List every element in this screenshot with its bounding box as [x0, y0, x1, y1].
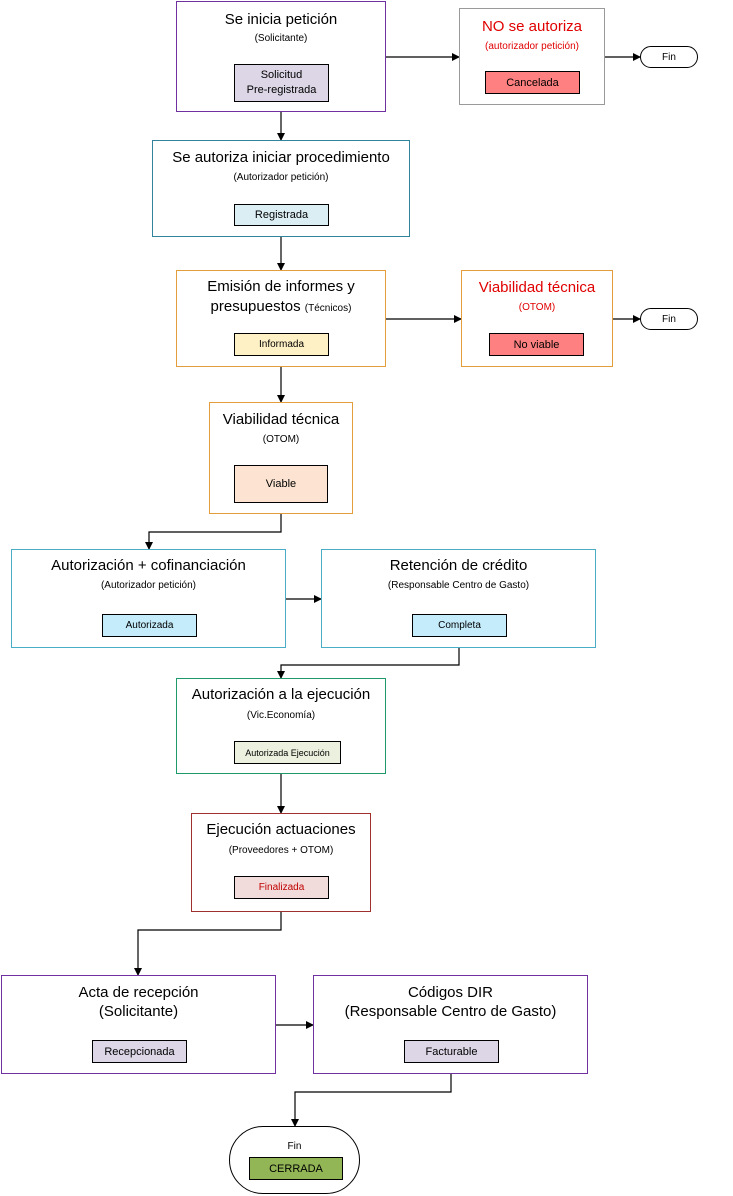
node-role: (autorizador petición)	[485, 41, 579, 52]
status-badge: CERRADA	[249, 1157, 343, 1180]
node-title: Retención de crédito	[389, 557, 528, 574]
node-title: Autorización + cofinanciación	[51, 557, 246, 574]
node-role: (Proveedores + OTOM)	[228, 845, 334, 856]
node-autoriza-inicio: Se autoriza iniciar procedimiento (Autor…	[152, 140, 410, 237]
node-emision-informes: Emisión de informes y presupuestos (Técn…	[176, 270, 386, 367]
status-badge: Finalizada	[234, 876, 329, 899]
arrow-codigos-to-fin	[291, 1074, 452, 1127]
node-acta-recepcion: Acta de recepción (Solicitante) Recepcio…	[1, 975, 276, 1074]
status-badge: Informada	[234, 333, 329, 356]
node-title-line-2: presupuestos	[210, 298, 301, 315]
arrow-viable-to-cofinanciacion	[145, 514, 282, 550]
node-no-viable: Viabilidad técnica (OTOM) No viable	[461, 270, 613, 367]
node-title-line-1: Emisión de informes y	[207, 278, 355, 295]
node-title-line-2: (Solicitante)	[98, 1003, 179, 1020]
status-badge: Solicitud Pre-registrada	[234, 64, 329, 102]
node-title: Se inicia petición	[224, 11, 338, 28]
node-title: Se autoriza iniciar procedimiento	[172, 149, 390, 166]
node-role: (Responsable Centro de Gasto)	[387, 580, 530, 591]
node-title-line-2: (Responsable Centro de Gasto)	[344, 1003, 557, 1020]
status-line-2: Pre-registrada	[246, 84, 317, 96]
status-badge: Facturable	[404, 1040, 499, 1063]
node-role: (OTOM)	[518, 302, 556, 313]
end-node-no-viable: Fin	[640, 308, 698, 330]
status-line-1: Solicitud	[260, 69, 303, 81]
node-inicia-peticion: Se inicia petición (Solicitante) Solicit…	[176, 1, 386, 112]
node-role: (Vic.Economía)	[246, 710, 316, 721]
node-role: (Autorizador petición)	[233, 172, 329, 183]
status-badge: No viable	[489, 333, 584, 356]
node-retencion-credito: Retención de crédito (Responsable Centro…	[321, 549, 596, 648]
node-title: Autorización a la ejecución	[191, 686, 371, 703]
status-badge: Recepcionada	[92, 1040, 187, 1063]
node-title: Viabilidad técnica	[478, 279, 596, 296]
node-title: Viabilidad técnica	[222, 411, 340, 428]
node-codigos-dir: Códigos DIR (Responsable Centro de Gasto…	[313, 975, 588, 1074]
node-title-line-1: Códigos DIR	[407, 984, 494, 1001]
status-badge: Viable	[234, 465, 328, 503]
status-badge: Autorizada Ejecución	[234, 741, 341, 764]
node-title: Ejecución actuaciones	[206, 821, 356, 838]
node-no-autoriza: NO se autoriza (autorizador petición) Ca…	[459, 8, 605, 105]
node-cofinanciacion: Autorización + cofinanciación (Autorizad…	[11, 549, 286, 648]
end-label: Fin	[287, 1141, 302, 1152]
arrow-retencion-to-ejecucion-aut	[277, 648, 460, 679]
status-badge: Registrada	[234, 204, 329, 226]
node-role: (Solicitante)	[254, 33, 308, 44]
node-viable: Viabilidad técnica (OTOM) Viable	[209, 402, 353, 514]
end-node-cancelada: Fin	[640, 46, 698, 68]
status-badge: Completa	[412, 614, 507, 637]
node-role: (Técnicos)	[304, 303, 352, 314]
node-role: (OTOM)	[262, 434, 300, 445]
node-title-line-1: Acta de recepción	[78, 984, 199, 1001]
node-autorizacion-ejecucion: Autorización a la ejecución (Vic.Economí…	[176, 678, 386, 774]
node-ejecucion-actuaciones: Ejecución actuaciones (Proveedores + OTO…	[191, 813, 371, 912]
status-badge: Cancelada	[485, 71, 580, 94]
node-title: NO se autoriza	[481, 18, 583, 35]
status-badge: Autorizada	[102, 614, 197, 637]
node-role: (Autorizador petición)	[100, 580, 197, 591]
end-node-cerrada: Fin CERRADA	[229, 1126, 360, 1194]
arrow-ejecucion-to-acta	[134, 912, 282, 976]
